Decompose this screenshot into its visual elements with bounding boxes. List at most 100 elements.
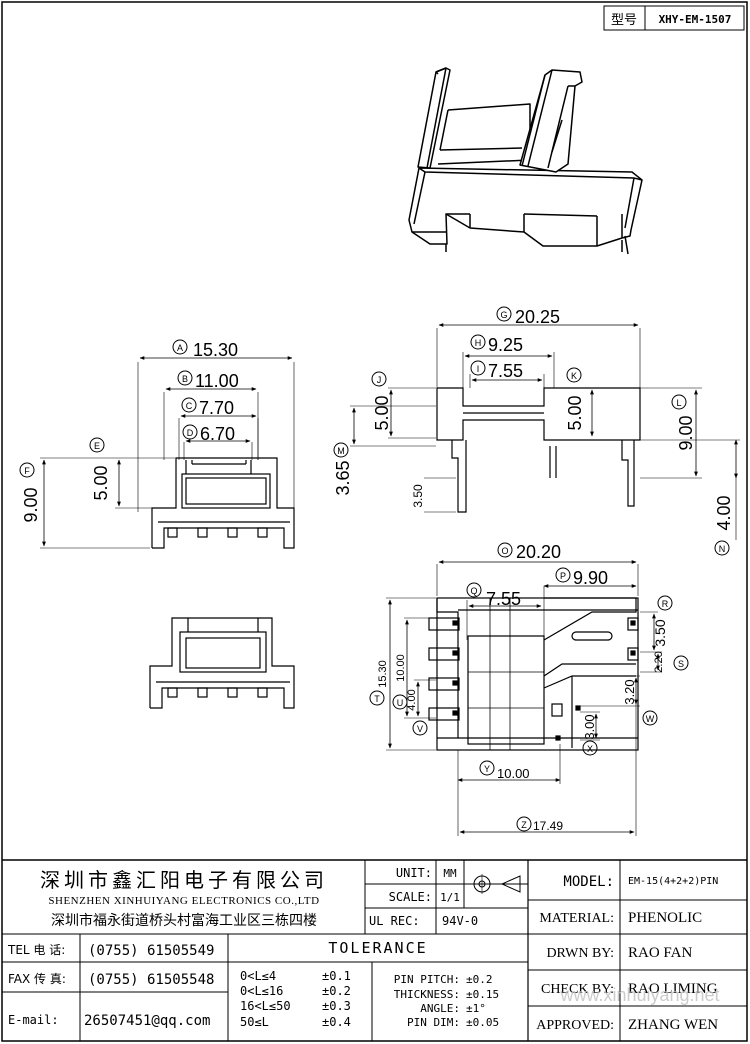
material-label: MATERIAL: — [539, 911, 614, 926]
tolerance-range-4: 50≤L — [240, 1015, 269, 1029]
tel-label: TEL 电 话: — [7, 943, 65, 957]
dim-c-value: 7.70 — [199, 398, 234, 418]
dim-m-value: 3.65 — [333, 460, 353, 495]
pin-dim-value: ±0.05 — [466, 1016, 499, 1029]
tolerance-value-1: ±0.1 — [322, 969, 351, 983]
ul-value: 94V-0 — [442, 914, 478, 928]
approved-label: APPROVED: — [536, 1018, 614, 1033]
angle-label: ANGLE: — [420, 1002, 460, 1015]
model-value: EM-15(4+2+2)PIN — [628, 876, 718, 887]
dim-p-value: 9.90 — [573, 568, 608, 588]
marker-o: O — [501, 546, 508, 556]
front-view-labels: A 15.30 B 11.00 C 7.70 D 6.70 E 5.00 F 9… — [19, 339, 239, 523]
watermark: www.xinhuiyang.net — [559, 985, 719, 1005]
dim-o-value: 20.20 — [516, 542, 561, 562]
dim-s-value: 2.20 — [653, 651, 665, 672]
front-view — [40, 356, 295, 549]
isometric-view — [408, 67, 643, 255]
scale-value: 1/1 — [440, 891, 460, 904]
pin-pitch-value: ±0.2 — [466, 973, 493, 986]
tolerance-range-1: 0<L≤4 — [240, 969, 276, 983]
marker-r: R — [662, 599, 669, 609]
marker-j: J — [377, 375, 382, 385]
check-label: CHECK BY: — [541, 982, 614, 997]
email-label: E-mail: — [8, 1013, 59, 1027]
marker-s: S — [678, 659, 684, 669]
dim-a-value: 15.30 — [193, 340, 238, 360]
dim-i-value: 7.55 — [488, 361, 523, 381]
side-view-labels: G 20.25 H 9.25 I 7.55 J 5.00 K 5.00 L 9.… — [333, 306, 734, 556]
dim-f-value: 9.00 — [21, 487, 41, 522]
drawn-value: RAO FAN — [628, 945, 692, 961]
marker-c: C — [186, 401, 193, 411]
dim-r-value: 3.50 — [652, 619, 668, 646]
marker-x: X — [587, 744, 593, 754]
dim-l-value: 9.00 — [676, 415, 696, 450]
marker-u: U — [397, 698, 404, 708]
dim-v-value: 4.00 — [406, 689, 418, 710]
tolerance-range-2: 0<L≤16 — [240, 984, 283, 998]
marker-y: Y — [484, 764, 490, 774]
dim-y-value: 10.00 — [497, 766, 530, 781]
thickness-label: THICKNESS: — [394, 988, 460, 1001]
scale-label: SCALE: — [389, 890, 432, 904]
tolerance-value-4: ±0.4 — [322, 1015, 351, 1029]
dim-h-value: 9.25 — [488, 335, 523, 355]
fax-label: FAX 传 真: — [8, 971, 66, 986]
tolerance-title: TOLERANCE — [328, 939, 427, 957]
dim-b-value: 11.00 — [195, 371, 239, 391]
marker-t: T — [374, 694, 380, 704]
drawing-number-box: 型号 XHY-EM-1507 — [603, 5, 745, 31]
company-name-cn: 深圳市鑫汇阳电子有限公司 — [40, 868, 328, 892]
marker-q: Q — [470, 586, 477, 596]
dim-w-value: 3.20 — [622, 679, 637, 704]
dim-g-value: 20.25 — [515, 307, 560, 327]
marker-n: N — [719, 544, 726, 554]
dim-d-value: 6.70 — [200, 424, 235, 444]
company-name-en: SHENZHEN XINHUIYANG ELECTRONICS CO.,LTD — [48, 895, 319, 907]
email-value: 26507451@qq.com — [84, 1013, 210, 1029]
unit-label: UNIT: — [396, 866, 432, 880]
title-block — [2, 859, 747, 1041]
marker-i: I — [477, 364, 480, 374]
marker-b: B — [182, 374, 188, 384]
pin-dim-label: PIN DIM: — [407, 1016, 460, 1029]
marker-d: D — [187, 428, 194, 438]
tolerance-range-3: 16<L≤50 — [240, 999, 291, 1013]
marker-w: W — [646, 714, 655, 724]
dim-t-value: 15.30 — [377, 660, 389, 688]
tolerance-value-2: ±0.2 — [322, 984, 351, 998]
title-block-text: 深圳市鑫汇阳电子有限公司 SHENZHEN XINHUIYANG ELECTRO… — [7, 866, 720, 1033]
check-value: RAO LIMING — [628, 981, 718, 997]
marker-z: Z — [521, 820, 527, 830]
dim-q-value: 7.55 — [486, 589, 521, 609]
model-label: MODEL: — [563, 874, 614, 890]
pin-pitch-label: PIN PITCH: — [394, 973, 460, 986]
marker-v: V — [417, 724, 423, 734]
dim-n-value: 4.00 — [714, 495, 734, 530]
marker-h: H — [475, 338, 482, 348]
marker-p: P — [560, 571, 566, 581]
marker-k: K — [571, 371, 577, 381]
dim-pin-value: 3.50 — [411, 484, 425, 508]
ul-label: UL REC: — [369, 914, 420, 928]
bottom-view-labels: O 20.20 P 9.90 Q 7.55 R 3.50 2.20 S 15.3… — [369, 542, 689, 833]
marker-g: G — [500, 310, 507, 320]
marker-m: M — [337, 446, 345, 456]
rear-view — [149, 617, 295, 709]
company-address: 深圳市福永街道桥头村富海工业区三栋四楼 — [51, 912, 317, 929]
fax-value: (0755) 61505548 — [88, 972, 214, 988]
angle-value: ±1° — [466, 1002, 486, 1015]
marker-e: E — [94, 441, 100, 451]
bottom-view — [386, 560, 662, 836]
dim-x-value: 3.00 — [582, 714, 597, 739]
drawing-number-value: XHY-EM-1507 — [659, 13, 732, 26]
material-value: PHENOLIC — [628, 910, 702, 926]
marker-l: L — [676, 398, 681, 408]
dim-e-value: 5.00 — [91, 465, 111, 500]
dim-j-value: 5.00 — [372, 395, 392, 430]
thickness-value: ±0.15 — [466, 988, 499, 1001]
dim-z-value: 17.49 — [533, 819, 563, 833]
